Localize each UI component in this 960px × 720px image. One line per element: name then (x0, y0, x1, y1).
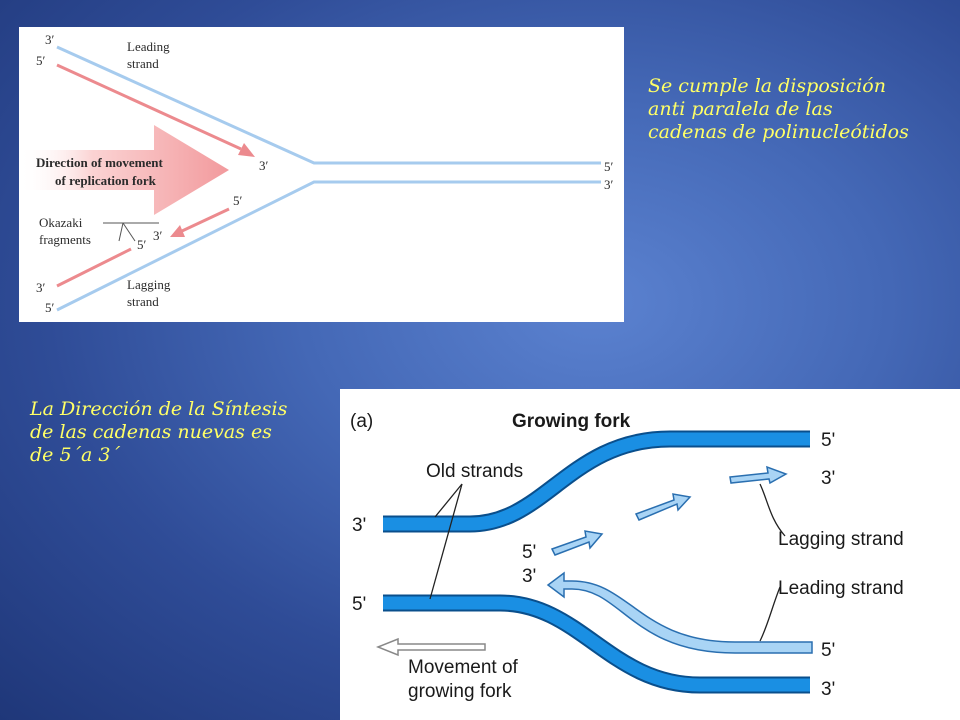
end-label-bottom-right-3: 3' (821, 679, 835, 700)
leading-new-strand (56, 63, 242, 151)
end-label-bottom-right-5: 5' (821, 640, 835, 661)
old-strands-pointer-bottom (429, 483, 463, 600)
end-label-okazaki-5: 5′ (137, 237, 147, 252)
antiparallel-annotation: Se cumple la disposición anti paralela d… (648, 75, 909, 144)
annotation-line: anti paralela de las (648, 98, 833, 120)
direction-of-movement-arrow (19, 125, 229, 215)
end-label-okazaki-3: 3′ (153, 228, 163, 243)
annotation-line: de 5´a 3´ (30, 444, 120, 466)
leading-new-strand (546, 571, 813, 654)
synthesis-direction-annotation: La Dirección de la Síntesis de las caden… (30, 398, 287, 467)
okazaki-fragment-arrowhead (170, 225, 185, 237)
movement-label: Movement of growing fork (408, 657, 523, 702)
replication-fork-diagram: Leading strand Lagging strand Direction … (19, 27, 624, 322)
lagging-strand-label: Lagging strand (778, 529, 904, 550)
growing-fork-svg: (a) Growing fork Old strands Lagging str… (350, 411, 904, 702)
growing-fork-title: Growing fork (512, 411, 631, 432)
replication-fork-svg: Leading strand Lagging strand Direction … (19, 32, 614, 315)
end-label-top-right-5: 5' (821, 430, 835, 451)
annotation-line: Se cumple la disposición (648, 75, 886, 97)
direction-of-movement-label: Direction of movement of replication for… (36, 155, 166, 188)
okazaki-fragments-label: Okazaki fragments (39, 215, 91, 247)
okazaki-pointer-2 (122, 222, 136, 242)
okazaki-fragment-upper (181, 207, 230, 233)
annotation-line: de las cadenas nuevas es (30, 421, 272, 443)
lagging-fragment-3 (729, 465, 788, 485)
end-label-top-left-5: 5′ (36, 53, 46, 68)
end-label-leading-tip-3: 3′ (259, 158, 269, 173)
parental-strand-bottom (56, 180, 601, 312)
old-strands-pointer-top (434, 483, 463, 518)
annotation-line: cadenas de polinucleótidos (648, 121, 909, 143)
leading-strand-pointer (759, 586, 781, 642)
end-label-lagging-3: 3' (821, 468, 835, 489)
okazaki-pointer (103, 222, 159, 242)
growing-fork-diagram: (a) Growing fork Old strands Lagging str… (340, 389, 960, 720)
end-label-left-top-3: 3' (352, 515, 366, 536)
parental-strand-top (56, 45, 601, 165)
old-strand-bottom-fill (383, 596, 810, 692)
leading-strand-label: Leading strand (127, 39, 173, 71)
end-label-lagging-mid-5: 5′ (233, 193, 243, 208)
old-strands-label: Old strands (426, 461, 523, 482)
end-label-left-bottom-5: 5' (352, 594, 366, 615)
end-label-center-3: 3' (522, 566, 536, 587)
lagging-strand-pointer (759, 483, 786, 537)
leading-strand-arrowhead (238, 143, 255, 157)
annotation-line: La Dirección de la Síntesis (30, 398, 288, 420)
panel-label: (a) (350, 411, 373, 432)
end-label-center-5: 5' (522, 542, 536, 563)
end-label-right-3: 3′ (604, 177, 614, 192)
lagging-fragment-2 (634, 493, 692, 521)
okazaki-fragment-lower (56, 247, 132, 288)
end-label-top-left-3: 3′ (45, 32, 55, 47)
lagging-strand-label: Lagging strand (127, 277, 174, 309)
end-label-bottom-left-3: 3′ (36, 280, 46, 295)
lagging-fragment-1 (550, 530, 604, 556)
leading-strand-label: Leading strand (778, 578, 904, 599)
old-strand-top-fill (383, 432, 810, 531)
movement-arrow (375, 637, 486, 657)
end-label-bottom-left-5: 5′ (45, 300, 55, 315)
end-label-right-5: 5′ (604, 159, 614, 174)
